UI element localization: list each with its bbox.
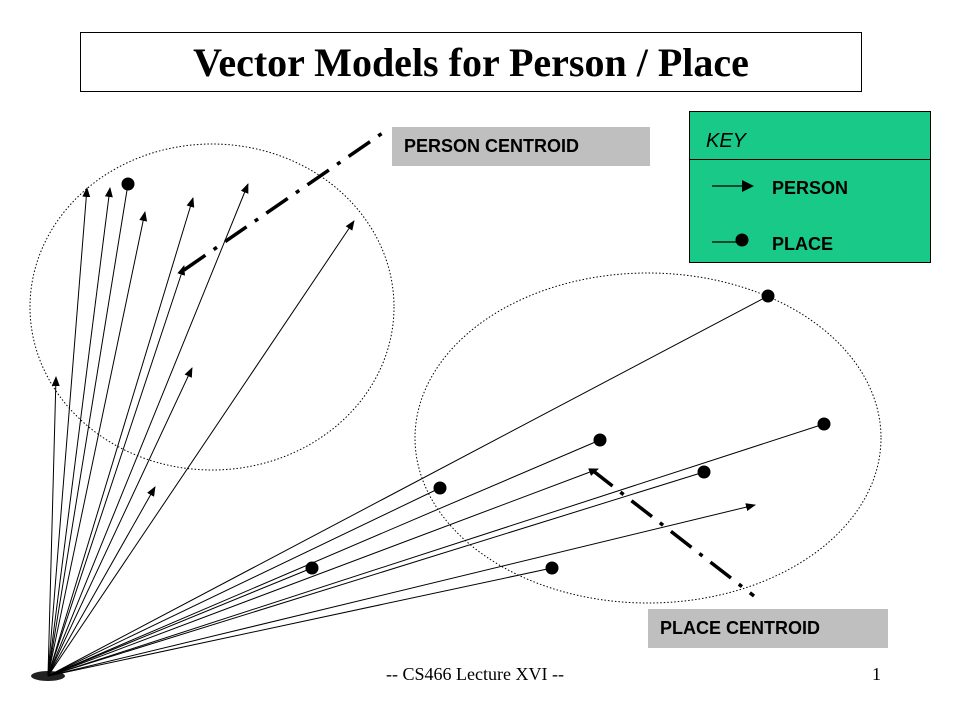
- person-vector-arrow: [47, 187, 91, 677]
- person-vector-arrow: [47, 468, 599, 677]
- key-title: KEY: [706, 130, 747, 152]
- place-vector-line: [47, 183, 129, 677]
- place-point: [593, 433, 607, 447]
- person-vector-arrow: [47, 197, 195, 677]
- place-point: [761, 289, 775, 303]
- person-vector-arrow: [47, 367, 193, 677]
- place-vector-line: [47, 423, 825, 677]
- place-vector-line: [47, 567, 553, 677]
- place-point: [545, 561, 559, 575]
- person-vector-arrow: [47, 503, 756, 677]
- person-vector-arrow: [47, 376, 60, 677]
- place-vector-line: [47, 487, 441, 677]
- person-vector-arrow: [47, 220, 355, 677]
- slide-title: Vector Models for Person / Place: [80, 32, 862, 92]
- place-point: [817, 417, 831, 431]
- person-vector-arrow: [47, 187, 113, 677]
- key-divider: [690, 159, 930, 160]
- place-point: [305, 561, 319, 575]
- key-label-person: PERSON: [772, 178, 849, 198]
- place-cluster-ellipse: [414, 272, 882, 604]
- slide-title-text: Vector Models for Person / Place: [193, 39, 749, 85]
- page-number: 1: [872, 664, 881, 684]
- place-vector-line: [47, 295, 769, 677]
- person-vector-arrow: [47, 183, 249, 677]
- dot-icon: [712, 233, 749, 247]
- place-vectors: [47, 183, 825, 677]
- place-vector-line: [47, 471, 705, 677]
- legend-key: KEY PERSON PLACE: [689, 111, 931, 263]
- slide-footer: -- CS466 Lecture XVI --: [386, 664, 564, 684]
- arrow-icon: [712, 180, 754, 192]
- person-centroid-label: PERSON CENTROID: [392, 127, 650, 166]
- place-point: [697, 465, 711, 479]
- person-cluster-ellipse: [29, 143, 395, 471]
- place-vector-line: [47, 567, 313, 677]
- person-centroid-text: PERSON CENTROID: [404, 136, 580, 156]
- place-point: [433, 481, 447, 495]
- person-vector-arrow: [47, 211, 148, 677]
- place-vector-line: [47, 439, 601, 677]
- place-centroid-label: PLACE CENTROID: [648, 609, 888, 648]
- person-centroid-line: [183, 130, 385, 272]
- key-label-place: PLACE: [772, 234, 834, 254]
- place-points: [121, 177, 831, 575]
- person-vectors: [47, 183, 756, 677]
- place-point: [121, 177, 135, 191]
- place-centroid-line: [590, 468, 756, 598]
- person-vector-arrow: [47, 265, 185, 677]
- person-vector-arrow: [47, 486, 156, 677]
- place-centroid-text: PLACE CENTROID: [660, 618, 821, 638]
